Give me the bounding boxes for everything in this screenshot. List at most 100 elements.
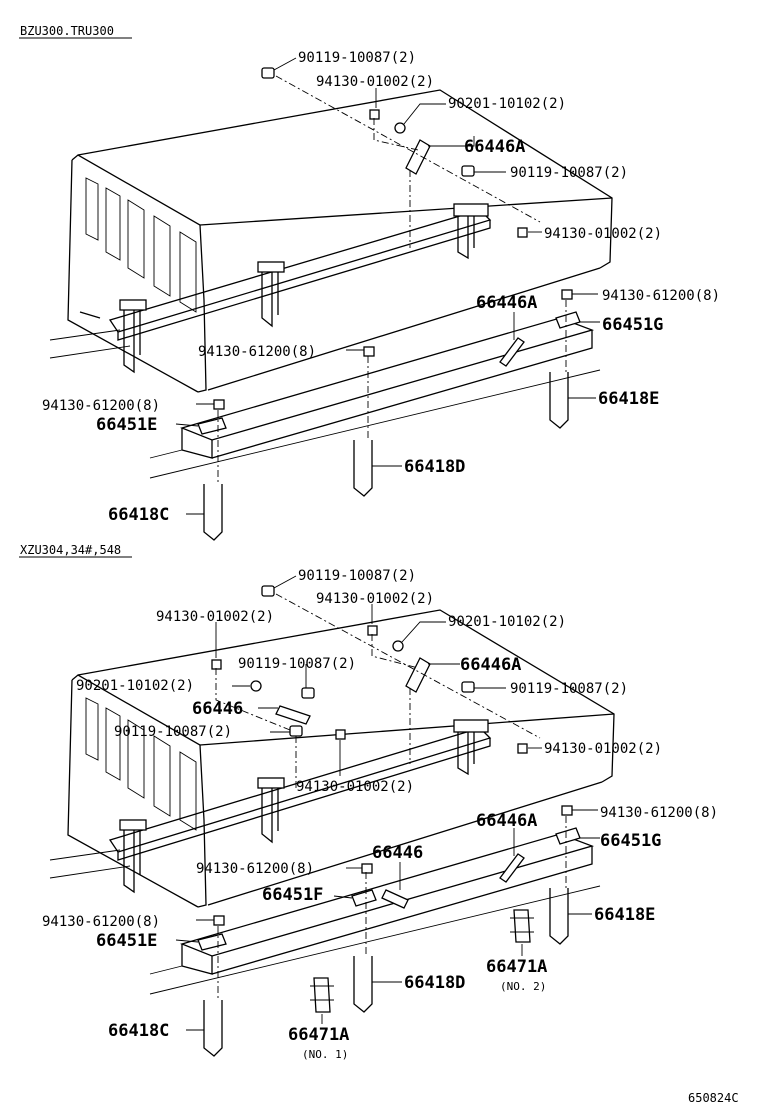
bracket-f2-shape <box>381 889 409 909</box>
panel-window <box>153 735 171 817</box>
label-clip: 66471A <box>486 957 547 977</box>
panel-window <box>127 719 145 799</box>
cab-panel-outline <box>71 154 207 393</box>
clip-2-detail <box>510 917 534 933</box>
label-bracket: 66446A <box>476 293 537 313</box>
panel-window <box>153 215 171 297</box>
leader-line <box>273 57 297 71</box>
label-ubolt: 66418E <box>598 389 659 409</box>
sill-end <box>79 311 101 319</box>
plate-e-shape <box>197 417 227 435</box>
clip-2-shape <box>513 909 531 943</box>
upper-sill-face <box>117 738 491 861</box>
frame-line <box>149 369 601 479</box>
assembly-line <box>215 668 291 731</box>
label-nut: 94130-01002(2) <box>544 226 662 242</box>
ubolt-d-shape <box>353 956 373 1013</box>
nut-a-symbol <box>369 109 380 120</box>
ubolt-e-shape <box>549 888 569 945</box>
ubolt-upper <box>457 722 469 776</box>
ubolt-plate <box>119 819 147 831</box>
panel-window <box>127 199 145 279</box>
leader-line <box>333 895 353 899</box>
panel-window <box>85 697 99 761</box>
label-bracket: 66446 <box>372 843 423 863</box>
bed-bottom-edge <box>207 267 601 391</box>
label-bolt: 90119-10087(2) <box>114 724 232 740</box>
ubolt-upper <box>457 205 469 260</box>
nut-c-symbol <box>561 289 573 300</box>
label-nut: 94130-61200(8) <box>196 861 314 877</box>
label-nut: 94130-01002(2) <box>544 741 662 757</box>
label-washer: 90201-10102(2) <box>448 96 566 112</box>
bed-side-edge <box>199 197 613 226</box>
label-clip: 66471A <box>288 1025 349 1045</box>
clip-1-detail <box>310 985 334 1001</box>
label-plate: 66451E <box>96 415 157 435</box>
ubolt-upper <box>261 778 273 844</box>
assembly-line <box>275 75 541 223</box>
lower-rail-end <box>181 944 213 975</box>
panel-window <box>179 751 197 831</box>
label-bolt: 90119-10087(2) <box>298 568 416 584</box>
leader-line <box>401 621 446 643</box>
leader-line <box>428 136 475 147</box>
ubolt-upper <box>123 820 135 894</box>
leader-line <box>273 575 297 589</box>
label-nut: 94130-61200(8) <box>602 288 720 304</box>
bracket-a-shape <box>405 139 431 175</box>
washer-a-symbol <box>392 640 404 652</box>
frame-line <box>149 885 601 995</box>
ubolt-c-shape <box>203 484 223 541</box>
nut-e-symbol <box>213 915 225 926</box>
lower-rail-side <box>211 330 593 459</box>
panel-window <box>105 707 121 781</box>
assembly-line <box>373 118 419 151</box>
ubolt-plate <box>257 777 285 789</box>
frame-line <box>149 965 183 975</box>
figure-code: 650824C <box>688 1091 739 1105</box>
label-nut: 94130-01002(2) <box>296 779 414 795</box>
section-header: XZU304,34#,548 <box>20 543 121 557</box>
bolt-a-symbol <box>261 67 275 79</box>
bracket-a2-shape <box>499 337 525 367</box>
bolt-b-symbol <box>461 165 475 177</box>
nut-g-symbol <box>335 729 346 740</box>
nut-a-symbol <box>367 625 378 636</box>
lower-rail-side <box>211 846 593 975</box>
label-clip-note: (NO. 1) <box>302 1048 348 1061</box>
label-nut: 94130-01002(2) <box>156 609 274 625</box>
nut-b-symbol <box>517 743 528 754</box>
label-ubolt: 66418C <box>108 1021 169 1041</box>
nut-e-symbol <box>213 399 225 410</box>
label-plate: 66451F <box>262 885 323 905</box>
label-bolt: 90119-10087(2) <box>510 165 628 181</box>
section-header: BZU300.TRU300 <box>20 24 114 38</box>
truck-bed-drawing <box>49 57 613 541</box>
label-plate: 66451G <box>600 831 661 851</box>
nut-b-symbol <box>517 227 528 238</box>
ubolt-plate <box>453 719 489 733</box>
ubolt-plate <box>257 261 285 273</box>
frame-line <box>149 449 183 459</box>
plate-f-shape <box>351 889 377 907</box>
label-washer: 90201-10102(2) <box>448 614 566 630</box>
assembly-line <box>275 593 541 739</box>
label-bolt: 90119-10087(2) <box>298 50 416 66</box>
nut-d-symbol <box>361 863 373 874</box>
ubolt-upper <box>261 262 273 328</box>
label-bolt: 90119-10087(2) <box>510 681 628 697</box>
assembly-line <box>371 634 419 669</box>
bed-bottom-edge <box>207 781 603 906</box>
label-nut: 94130-61200(8) <box>42 914 160 930</box>
label-clip-note: (NO. 2) <box>500 980 546 993</box>
upper-sill-face <box>117 220 491 341</box>
label-plate: 66451G <box>602 315 663 335</box>
cab-panel-left <box>67 679 199 908</box>
ubolt-plate <box>119 299 147 311</box>
bracket-a-shape <box>405 657 431 693</box>
bolt-a-symbol <box>261 585 275 597</box>
ubolt-c-shape <box>203 1000 223 1057</box>
label-nut: 94130-01002(2) <box>316 74 434 90</box>
ubolt-upper <box>123 300 135 374</box>
